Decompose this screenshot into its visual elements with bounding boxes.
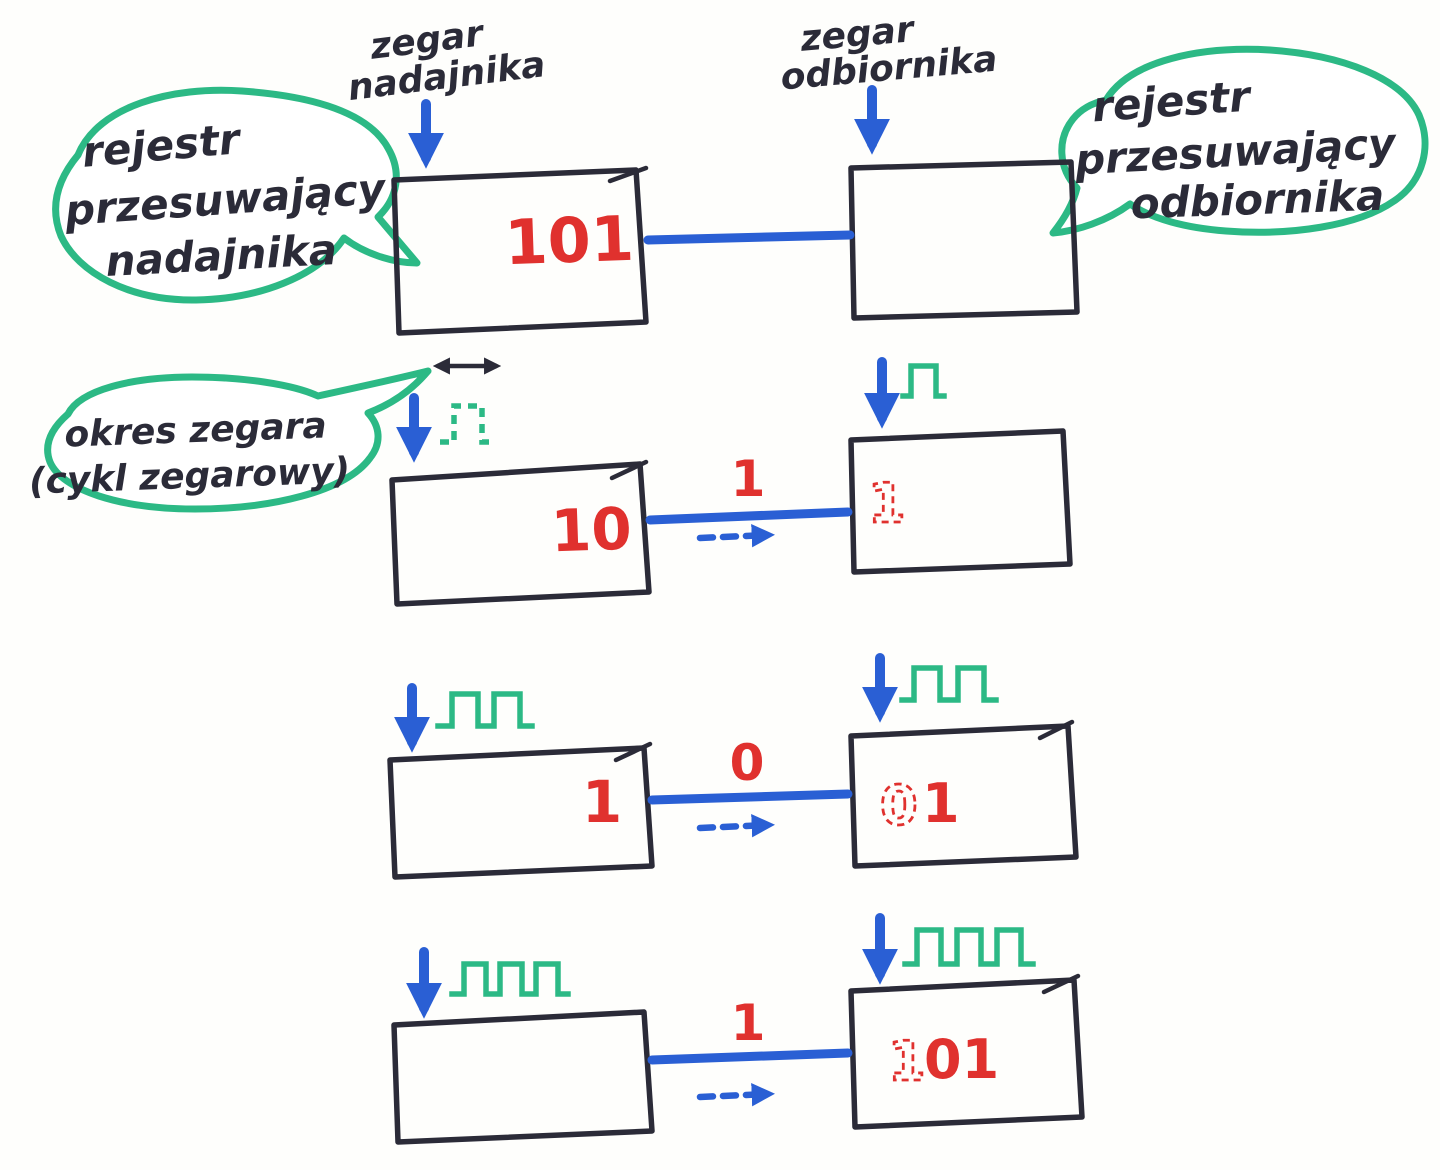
tx-box-corner-tick [613, 741, 653, 763]
rx-register-box [848, 977, 1085, 1130]
rx-register-box [848, 159, 1080, 321]
rx-incoming-bit-ghost: 1 [888, 1030, 926, 1093]
tx-bubble-line3: nadajnika [104, 225, 338, 286]
rx-incoming-bit-ghost: 0 [880, 774, 918, 837]
rx-bubble-line1: rejestr [1091, 71, 1254, 131]
shift-direction-arrow [696, 814, 776, 838]
clock-period-callout-bubble: okres zegara (cykl zegarowy) [28, 367, 432, 513]
transmitted-bit-label: 1 [731, 994, 766, 1052]
period-bubble-line1: okres zegara [64, 405, 328, 455]
rx-clock-pulses-2 [899, 665, 999, 703]
tx-register-box [389, 461, 652, 607]
tx-clock-pulses-3 [449, 961, 571, 997]
shift-direction-arrow [696, 524, 776, 548]
rx-register-value: 01 [924, 1028, 999, 1091]
tx-box-corner-tick [609, 459, 649, 481]
tx-clock-pulses-2 [435, 691, 535, 729]
tx-register-callout-bubble: rejestr przesuwający nadajnika [52, 86, 421, 304]
shift-direction-arrow [696, 1083, 776, 1107]
tx-clock-pulse-1-dashed [440, 403, 494, 445]
rx-register-box [848, 723, 1079, 869]
rx-clock-pulses-3 [902, 927, 1036, 967]
rx-clock-label-line1: zegar [798, 9, 918, 60]
row1: zegar nadajnika zegar odbiornika 101 [346, 9, 1080, 336]
rx-box-corner-tick [1037, 719, 1075, 741]
row2: 10 1 1 [389, 357, 1073, 607]
tx-register-box [391, 1009, 655, 1145]
rx-incoming-bit-ghost: 1 [868, 472, 906, 535]
tx-register-box [391, 167, 649, 336]
transmitted-bit-label: 0 [730, 734, 765, 792]
rx-clock-label: zegar odbiornika [779, 9, 999, 98]
rx-register-box [848, 428, 1073, 575]
tx-register-box [387, 745, 655, 880]
serial-link-line [647, 789, 853, 805]
rx-clock-pulse-1 [900, 363, 947, 399]
rx-register-value: 1 [922, 772, 960, 835]
serial-link-line [647, 1048, 853, 1065]
serial-link-line [645, 507, 853, 525]
rx-register-callout-bubble: rejestr przesuwający odbiornika [1049, 45, 1429, 237]
row3: 1 0 0 1 [387, 653, 1079, 880]
rx-box-corner-tick [1041, 973, 1081, 995]
tx-register-value: 10 [550, 495, 633, 566]
transmitted-bit-label: 1 [731, 450, 766, 508]
tx-register-value: 1 [582, 768, 622, 836]
tx-clock-label: zegar nadajnika [346, 13, 548, 109]
rx-bubble-line3: odbiornika [1130, 171, 1385, 229]
tx-box-corner-tick [607, 165, 649, 184]
row4: 1 1 01 [391, 913, 1085, 1145]
serial-link-line [643, 230, 855, 245]
tx-register-value: 101 [503, 202, 635, 279]
